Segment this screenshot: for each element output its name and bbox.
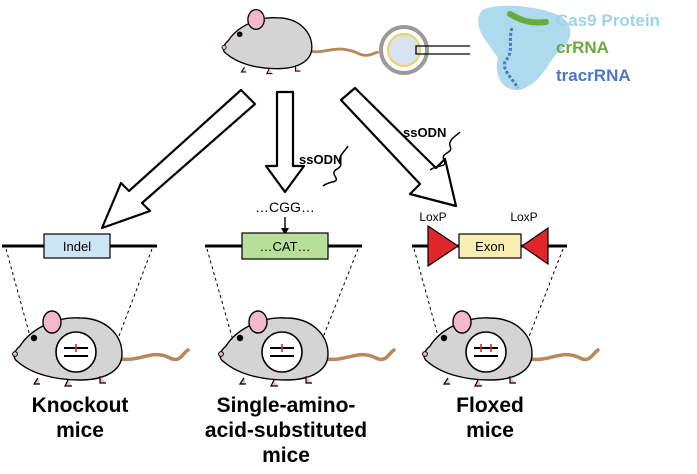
svg-text:Single-amino-: Single-amino- xyxy=(217,394,356,417)
arrow-to-substitution xyxy=(264,90,306,194)
exon-box-label: Exon xyxy=(475,239,505,254)
floxed-mouse xyxy=(420,309,600,388)
ssodn-strand-middle xyxy=(322,145,349,187)
substitution-box-label: …CAT… xyxy=(259,239,310,254)
loxp-left-triangle xyxy=(427,224,460,268)
ssodn-strand-right xyxy=(429,131,461,171)
svg-text:Floxed: Floxed xyxy=(456,394,524,417)
cas9-complex-icon xyxy=(478,5,571,91)
ssodn-label-right: ssODN xyxy=(403,125,446,140)
arrow-to-knockout xyxy=(100,88,257,230)
arrow-to-floxed xyxy=(339,86,458,208)
substituted-caption: Single-amino- acid-substituted mice xyxy=(205,394,367,467)
floxed-caption: Floxed mice xyxy=(456,394,524,442)
knockout-caption: Knockout mice xyxy=(32,394,129,442)
legend-tracrrna-label: tracrRNA xyxy=(556,66,631,85)
svg-text:mice: mice xyxy=(466,419,514,442)
svg-text:mice: mice xyxy=(56,419,104,442)
legend-cas9-label: Cas9 Protein xyxy=(556,11,660,30)
svg-text:mice: mice xyxy=(262,444,310,467)
sequence-before: …CGG… xyxy=(255,199,315,215)
loxp-right-triangle xyxy=(520,226,549,266)
loxp-left-label: LoxP xyxy=(419,210,446,224)
founder-mouse xyxy=(221,8,379,75)
svg-text:acid-substituted: acid-substituted xyxy=(205,419,367,442)
floxed-construct: Exon LoxP LoxP xyxy=(412,210,567,366)
zygote-injection xyxy=(379,25,470,75)
legend-crrna-label: crRNA xyxy=(556,38,609,57)
loxp-right-label: LoxP xyxy=(510,210,537,224)
ssodn-label-middle: ssODN xyxy=(299,152,342,167)
knockout-mouse xyxy=(10,309,190,388)
indel-box-label: Indel xyxy=(63,239,91,254)
svg-text:Knockout: Knockout xyxy=(32,394,129,417)
substitution-mouse xyxy=(216,309,396,388)
